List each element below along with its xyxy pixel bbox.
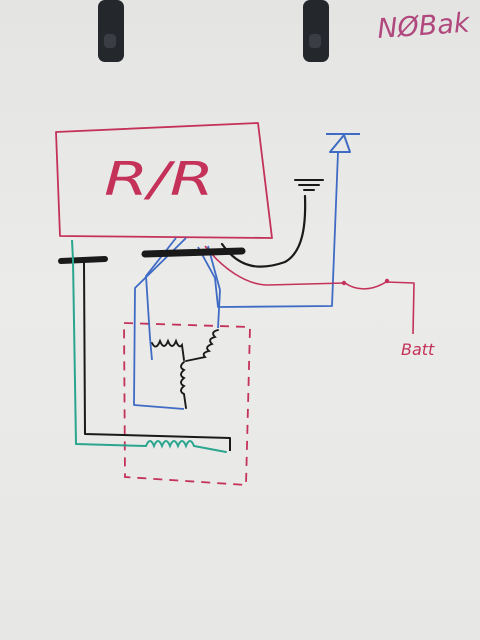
wye-stator-coil-icon bbox=[151, 329, 219, 409]
switch-contact-icon bbox=[341, 278, 390, 286]
stator-lead-right bbox=[207, 245, 221, 329]
left-black-wire bbox=[83, 261, 231, 451]
ground-wire bbox=[220, 194, 307, 268]
ground-symbol-icon bbox=[294, 179, 324, 191]
corner-note: NØBak bbox=[376, 8, 471, 45]
diode-symbol-icon bbox=[326, 133, 360, 153]
rr-connector-main bbox=[141, 247, 246, 258]
rr-box bbox=[55, 122, 273, 239]
left-teal-wire bbox=[71, 239, 147, 447]
charge-wire-blue bbox=[197, 151, 339, 308]
rr-connector-left bbox=[58, 256, 108, 264]
battery-label: Batt bbox=[401, 340, 435, 359]
board-clip-right-icon bbox=[303, 0, 329, 62]
rr-label: R/R bbox=[104, 152, 214, 206]
stator-lead-middle bbox=[133, 237, 187, 410]
inductor-coil-icon bbox=[145, 440, 227, 453]
board-clip-left-icon bbox=[98, 0, 124, 62]
stator-box bbox=[123, 322, 251, 486]
